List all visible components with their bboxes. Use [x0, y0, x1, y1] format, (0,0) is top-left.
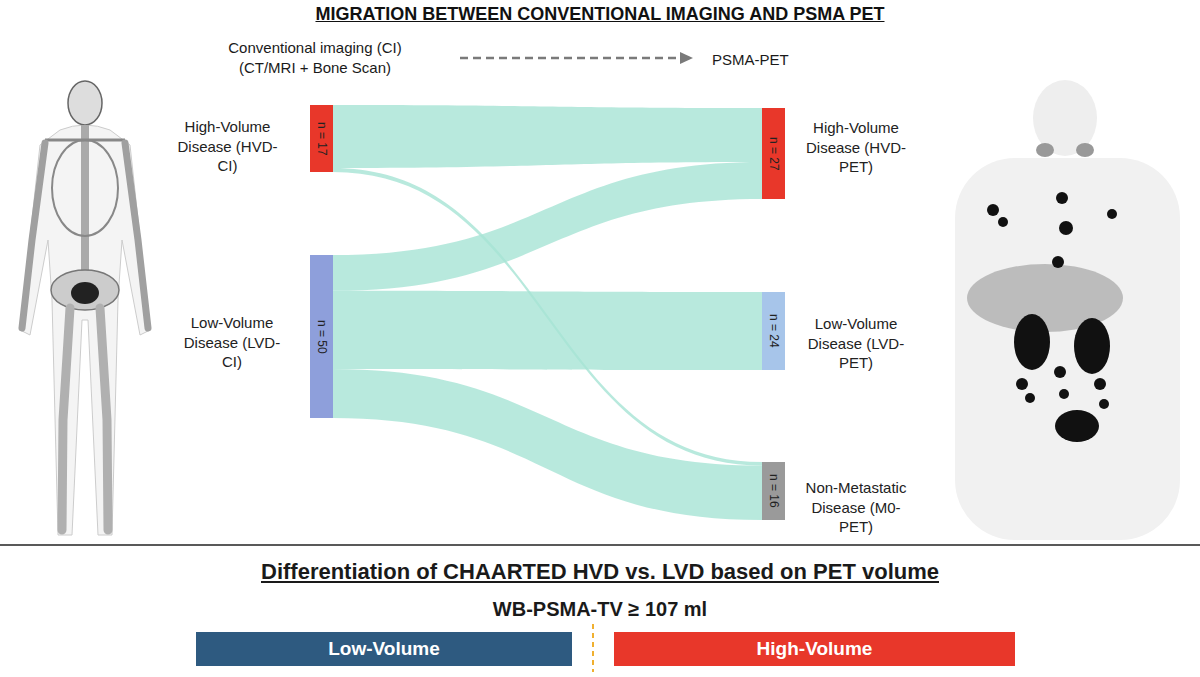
flow-ribbon: [333, 162, 762, 291]
leg-bones: [62, 308, 108, 530]
category-heading: High-Volume Disease (HVD-CI): [170, 117, 285, 176]
pet-head: [1033, 80, 1097, 156]
pelvis: [51, 270, 119, 310]
dashed-arrow-line: [460, 57, 682, 60]
count-label: n = 24: [767, 314, 781, 348]
lesion: [1056, 192, 1068, 204]
lesion: [1094, 378, 1106, 390]
section-heading: Differentiation of CHAARTED HVD vs. LVD …: [100, 558, 1100, 587]
bone-scan-illustration: [20, 81, 150, 535]
gland-uptake: [1076, 143, 1094, 157]
pet-illustration: [955, 80, 1180, 540]
bladder-uptake: [71, 282, 99, 304]
count-bar: Low-Volume Disease (LVD-PET)n = 24: [762, 292, 785, 370]
lesion: [1025, 393, 1035, 403]
lesion: [1052, 256, 1064, 268]
category-heading: Low-Volume Disease (LVD-PET): [798, 314, 914, 373]
lesion: [1016, 378, 1028, 390]
lesion: [1059, 221, 1073, 235]
category-box: Low-Volume: [196, 632, 572, 666]
category-heading: Non-Metastatic Disease (M0-PET): [798, 478, 914, 537]
title-text: MIGRATION BETWEEN CONVENTIONAL IMAGING A…: [0, 4, 1200, 25]
box-label: High-Volume: [757, 638, 873, 660]
count-bar: Non-Metastatic Disease (M0-PET)n = 16: [762, 462, 785, 520]
lesion: [1059, 389, 1069, 399]
axis-label: PSMA-PET: [712, 50, 822, 70]
body-outline: [20, 125, 150, 535]
arm-bones: [22, 143, 148, 328]
box-label: Low-Volume: [328, 638, 440, 660]
separator-line: [0, 544, 1200, 546]
lesion: [1099, 399, 1109, 409]
lesion: [987, 204, 999, 216]
threshold-label: WB-PSMA-TV ≥ 107 ml: [300, 596, 900, 622]
count-bar: High-Volume Disease (HVD-PET)n = 27: [762, 108, 785, 199]
lesion-dots: [987, 192, 1117, 409]
count-label: n = 27: [767, 137, 781, 171]
category-heading: High-Volume Disease (HVD-PET): [798, 118, 914, 177]
bladder-uptake: [1055, 410, 1099, 442]
count-bar: Low-Volume Disease (LVD-CI)n = 50: [310, 255, 333, 418]
count-label: n = 17: [315, 122, 329, 156]
pet-body: [955, 158, 1180, 540]
count-label: n = 16: [767, 474, 781, 508]
lesion: [1054, 366, 1066, 378]
kidney-uptake: [1014, 314, 1050, 370]
axis-label: Conventional imaging (CI) (CT/MRI + Bone…: [215, 38, 415, 77]
category-box: High-Volume: [614, 632, 1015, 666]
skull: [68, 81, 102, 125]
count-bar: High-Volume Disease (HVD-CI)n = 17: [310, 105, 333, 172]
gland-uptake: [1036, 143, 1054, 157]
arrow-head: [680, 52, 693, 64]
kidney-uptake: [1074, 318, 1110, 374]
flow-ribbon: [333, 369, 762, 520]
threshold-line: [592, 624, 594, 672]
count-label: n = 50: [315, 320, 329, 354]
clavicles: [45, 139, 125, 142]
ribcage: [52, 140, 118, 236]
lesion: [998, 217, 1008, 227]
flow-ribbon: [333, 105, 762, 168]
flow-ribbon: [333, 291, 762, 370]
category-heading: Low-Volume Disease (LVD-CI): [176, 313, 288, 372]
lesion: [1107, 209, 1117, 219]
